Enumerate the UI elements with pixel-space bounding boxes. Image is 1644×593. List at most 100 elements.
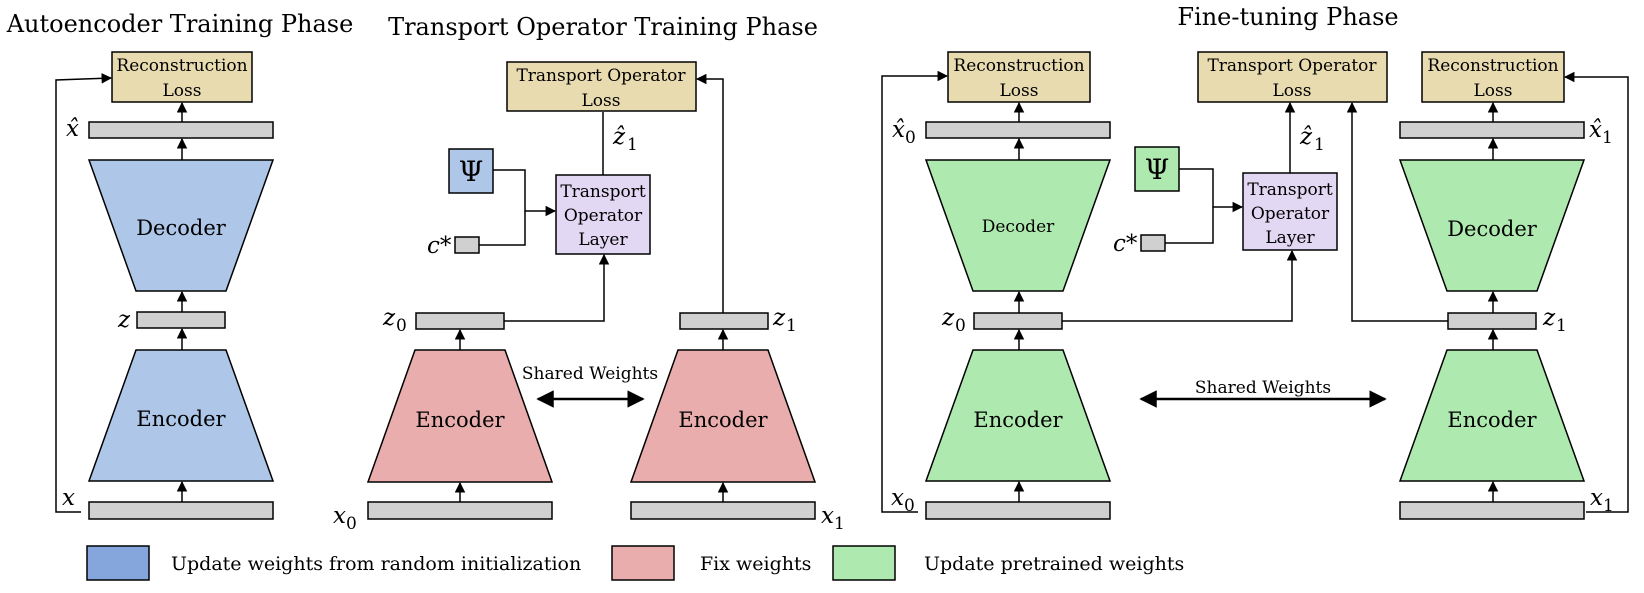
wire-cstar-to-tol [479,211,526,246]
finetune-transport-loss-line2: Loss [1273,81,1312,101]
finetune-xhat1-label: x̂ [1589,117,1602,143]
finetune-tol-box [1242,172,1338,251]
finetune-x1-label: x [1590,485,1603,511]
x1-label: x [821,503,834,529]
finetune-c-star-label: c* [1113,231,1138,257]
finetune-psi-box [1134,146,1180,192]
zhat1-label: ẑ [612,124,626,150]
finetune-decoder-right-label: Decoder [1447,217,1538,241]
finetune-skip-x0-to-loss [881,70,949,513]
finetune-shared-weights-label: Shared Weights [1195,378,1331,398]
reconstruction-loss-label-line1: Reconstruction [116,56,247,76]
finetune-z0-subscript: 0 [955,316,966,336]
finetune-decoder-left-label: Decoder [982,217,1055,237]
shared-weights-label: Shared Weights [522,364,658,384]
finetune-tol-line3: Layer [1265,228,1315,248]
finetune-x0-label: x [891,485,904,511]
finetune-z1-vector [1447,312,1537,330]
legend-green-label: Update pretrained weights [924,553,1184,575]
finetune-x1-input-vector [1399,501,1585,520]
finetune-xhat0-subscript: 0 [905,128,916,148]
transport-loss-box [506,61,697,112]
encoder-right-block [629,349,817,483]
finetune-x0-subscript: 0 [904,496,915,516]
z1-label: z [772,305,786,331]
finetune-phase-title: Fine-tuning Phase [1177,3,1398,31]
finetune-xhat1-subscript: 1 [1602,128,1613,148]
z1-subscript: 1 [786,316,797,336]
z-vector [136,311,226,329]
x1-subscript: 1 [834,514,845,534]
finetune-skip-x1-to-loss [1563,71,1629,513]
finetune-wire-cstar-to-tol [1165,207,1214,244]
legend-blue-swatch [86,545,150,581]
psi-box [448,148,494,194]
finetune-transport-loss-line1: Transport Operator [1207,56,1377,76]
finetune-x0-input-vector [925,501,1111,520]
finetune-encoder-right-label: Encoder [1447,408,1537,432]
transport-loss-label-line2: Loss [582,91,621,111]
legend-blue-label: Update weights from random initializatio… [171,553,581,575]
finetune-tol-line1: Transport [1247,180,1333,200]
decoder-label: Decoder [136,216,227,240]
encoder-right-label: Encoder [678,408,768,432]
transport-loss-label-line1: Transport Operator [516,66,686,86]
transport-operator-layer-box [555,174,651,255]
finetune-transport-loss-box [1197,51,1388,103]
c-star-box [454,236,480,254]
finetune-zhat1-label: ẑ [1299,124,1313,150]
autoencoder-phase: Autoencoder Training Phase Reconstructio… [6,10,354,520]
x-input-vector [88,501,274,520]
decoder-block [87,159,275,292]
finetune-encoder-left-block [924,349,1112,482]
finetune-encoder-right-block [1398,349,1586,482]
finetune-xhat0-label: x̂ [892,117,905,143]
z0-vector [415,312,505,330]
finetune-wire-z1-to-loss [1346,101,1448,322]
finetune-recon-loss-left-box [947,51,1091,103]
finetune-recon-loss-right-line1: Reconstruction [1427,56,1558,76]
x0-subscript: 0 [346,514,357,534]
finetune-psi-label: Ψ [1145,153,1170,186]
reconstruction-loss-label-line2: Loss [163,81,202,101]
finetune-z1-label: z [1542,305,1556,331]
finetune-decoder-right-block [1398,159,1586,292]
psi-label: Ψ [459,155,484,188]
c-star-label: c* [427,233,452,259]
encoder-left-label: Encoder [415,408,505,432]
encoder-block [87,349,275,482]
finetune-z1-subscript: 1 [1556,316,1567,336]
tol-label-line2: Operator [564,206,643,226]
finetune-wire-psi-to-tol [1179,168,1244,213]
finetune-xhat0-vector [925,121,1111,139]
legend: Update weights from random initializatio… [86,545,1184,581]
x-label: x [62,485,75,511]
z1-vector [679,312,769,330]
finetune-z0-label: z [941,305,955,331]
finetune-recon-loss-right-line2: Loss [1474,81,1513,101]
encoder-left-block [366,349,554,483]
x0-input-vector [367,501,553,520]
wire-psi-to-tol [493,169,557,217]
zhat1-subscript: 1 [627,135,638,155]
skip-x-to-loss [55,73,113,513]
finetune-phase: Fine-tuning Phase Reconstruction Loss Tr… [881,3,1629,520]
xhat-label: x̂ [66,116,79,142]
legend-green-swatch [832,545,896,581]
xhat-vector [88,121,274,139]
x1-input-vector [630,501,816,520]
z0-label: z [382,305,396,331]
legend-red-swatch [611,545,675,581]
finetune-x1-subscript: 1 [1603,496,1614,516]
autoencoder-phase-title: Autoencoder Training Phase [6,10,354,38]
wire-z0-to-tol [504,253,610,322]
wire-z1-to-loss [695,73,724,313]
z-label: z [117,307,131,333]
tol-label-line1: Transport [560,182,646,202]
finetune-recon-loss-left-line1: Reconstruction [953,56,1084,76]
reconstruction-loss-box [111,51,253,103]
transport-phase-title: Transport Operator Training Phase [388,13,818,41]
tol-label-line3: Layer [578,230,628,250]
x0-label: x [333,503,346,529]
